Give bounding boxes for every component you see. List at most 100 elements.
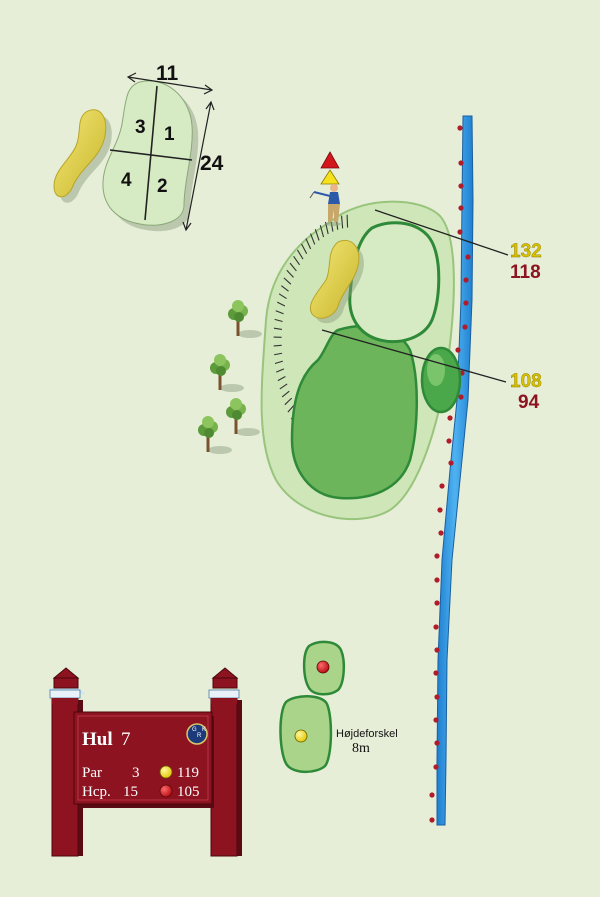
- diagram-bunker: [53, 109, 107, 198]
- width-label: 11: [156, 62, 179, 85]
- slope-tick: [314, 228, 320, 241]
- distance-far-yellow: 132: [510, 241, 542, 262]
- slope-tick: [277, 301, 286, 307]
- svg-text:G: G: [192, 727, 197, 733]
- distance-near-yellow: 108: [510, 371, 542, 392]
- slope-tick: [319, 225, 325, 238]
- diagram-divider-vertical: [144, 85, 158, 221]
- slope-tick: [289, 262, 297, 272]
- tree: [226, 398, 260, 436]
- trees: [198, 300, 262, 454]
- diagram-green: [102, 80, 193, 226]
- depth-label: 24: [200, 152, 224, 175]
- slope-tick: [284, 397, 293, 406]
- hcp-value: 15: [123, 784, 138, 800]
- boundary-stake: [458, 394, 464, 400]
- boundary-stake: [446, 438, 452, 444]
- boundary-stake: [434, 577, 440, 583]
- slope-tick: [283, 277, 292, 285]
- boundary-stake: [433, 624, 439, 630]
- boundary-stake: [458, 160, 464, 166]
- width-dimension-line: [127, 76, 213, 91]
- elevation-value: 8m: [352, 741, 370, 756]
- slope-tick: [341, 215, 344, 229]
- slope-tick: [280, 285, 289, 292]
- section-label-3: 3: [135, 117, 146, 138]
- slope-tick: [273, 344, 282, 347]
- red-length: 105: [177, 784, 200, 800]
- yellow-length: 119: [177, 765, 199, 781]
- slope-tick: [274, 318, 283, 323]
- tree: [228, 300, 262, 338]
- sign-red-dot: [159, 784, 173, 798]
- yellow-tee-box: [279, 695, 333, 774]
- boundary-stake: [458, 183, 464, 189]
- green-lower: [290, 324, 419, 500]
- width-dimension-arrow-right: [203, 84, 214, 95]
- boundary-stake: [437, 507, 443, 513]
- sign-yellow-dot: [159, 765, 173, 779]
- red-aim-marker: [320, 151, 340, 169]
- green-upper: [348, 221, 441, 344]
- boundary-stake: [429, 817, 435, 823]
- depth-dimension-arrow-top: [205, 100, 215, 111]
- hole-word: Hul: [82, 729, 113, 750]
- slope-tick: [276, 368, 285, 373]
- elevation-label: Højdeforskel: [336, 728, 398, 740]
- slope-tick: [305, 238, 312, 250]
- boundary-stake: [433, 670, 439, 676]
- golfer-figure: [309, 151, 341, 226]
- svg-text:R: R: [197, 733, 202, 739]
- hole-sign: G R K Hul 7 Par 3 Hcp. 15 119 105: [48, 667, 242, 857]
- section-label-4: 4: [121, 170, 132, 191]
- green-diagram: 11 24 3 1 4 2: [53, 62, 224, 232]
- par-value: 3: [132, 765, 140, 781]
- side-mound-highlight: [427, 354, 445, 386]
- slope-tick: [274, 360, 284, 365]
- boundary-stake: [463, 277, 469, 283]
- yellow-tee-marker: [294, 729, 308, 743]
- depth-dimension-arrow-bottom: [182, 221, 192, 232]
- red-tee-box: [302, 640, 346, 696]
- par-label: Par: [82, 765, 102, 781]
- slope-tick: [301, 243, 308, 255]
- diagram-divider-horizontal: [109, 149, 193, 161]
- depth-dimension-line: [185, 101, 212, 231]
- yellow-aim-marker: [320, 169, 340, 185]
- width-dimension-arrow-left: [126, 72, 137, 83]
- hole-layout: [260, 200, 462, 521]
- boundary-stake: [457, 229, 463, 235]
- distance-near-red: 94: [518, 392, 540, 413]
- red-tee-marker: [316, 660, 330, 674]
- slope-tick: [279, 383, 288, 390]
- tree: [210, 354, 244, 392]
- boundary-stake: [434, 694, 440, 700]
- boundary-stake: [448, 460, 454, 466]
- boundary-stake: [463, 300, 469, 306]
- boundary-stakes: [429, 125, 471, 823]
- slope-tick: [277, 376, 286, 382]
- boundary-stake: [434, 740, 440, 746]
- hcp-label: Hcp.: [82, 784, 111, 800]
- distance-far-red: 118: [510, 262, 541, 283]
- boundary-stake: [433, 717, 439, 723]
- boundary-stake: [434, 647, 440, 653]
- greenside-bunker: [310, 240, 360, 319]
- boundary-stake: [434, 553, 440, 559]
- slope-tick: [275, 310, 284, 315]
- section-label-2: 2: [157, 176, 168, 197]
- boundary-stake: [433, 764, 439, 770]
- boundary-stake: [462, 324, 468, 330]
- tree: [198, 416, 232, 454]
- boundary-stake: [457, 125, 463, 131]
- boundary-stake: [458, 205, 464, 211]
- boundary-stake: [465, 254, 471, 260]
- slope-tick: [273, 327, 282, 330]
- boundary-stake: [434, 600, 440, 606]
- distance-line-far: [374, 209, 509, 256]
- boundary-stake: [429, 792, 435, 798]
- boundary-stake: [439, 483, 445, 489]
- slope-tick: [286, 269, 294, 278]
- slope-tick: [281, 390, 290, 398]
